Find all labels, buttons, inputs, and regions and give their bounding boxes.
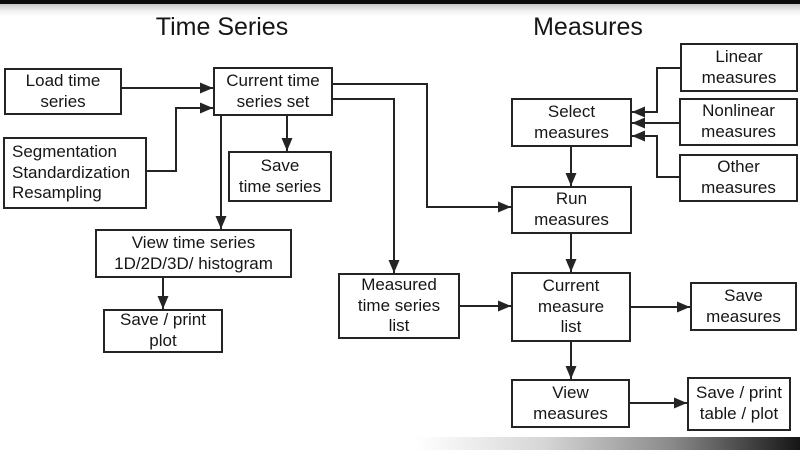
node-run-measures: Run measures [511, 186, 632, 234]
node-current-time-series-set: Current time series set [213, 67, 333, 116]
node-measured-time-series-list: Measured time series list [338, 273, 460, 339]
section-title-measures: Measures [533, 13, 643, 41]
edge-other-to-select [632, 130, 679, 178]
node-save-measures: Save measures [690, 282, 797, 331]
node-save-print-table-plot: Save / print table / plot [687, 377, 791, 431]
node-save-print-plot: Save / print plot [103, 309, 223, 353]
edge-segmentation-to-current [147, 102, 213, 172]
node-other-measures: Other measures [679, 154, 798, 202]
letterbox-top-bar [0, 0, 800, 4]
top-gradient-band [0, 4, 800, 16]
edge-current-to-measured-list [333, 98, 400, 273]
edge-linear-to-select [632, 67, 680, 118]
edge-current-to-run [333, 83, 511, 213]
section-title-time-series: Time Series [155, 13, 289, 41]
node-current-measure-list: Current measure list [511, 272, 631, 342]
node-nonlinear-measures: Nonlinear measures [679, 98, 798, 146]
node-segmentation-standardization-resampling: Segmentation Standardization Resampling [3, 137, 147, 209]
node-save-time-series: Save time series [228, 151, 332, 202]
node-view-measures: View measures [511, 379, 630, 428]
node-select-measures: Select measures [511, 98, 632, 147]
node-load-time-series: Load time series [4, 68, 122, 115]
node-linear-measures: Linear measures [680, 43, 798, 92]
node-view-time-series: View time series 1D/2D/3D/ histogram [95, 229, 292, 278]
bottom-gradient-band [0, 437, 800, 450]
